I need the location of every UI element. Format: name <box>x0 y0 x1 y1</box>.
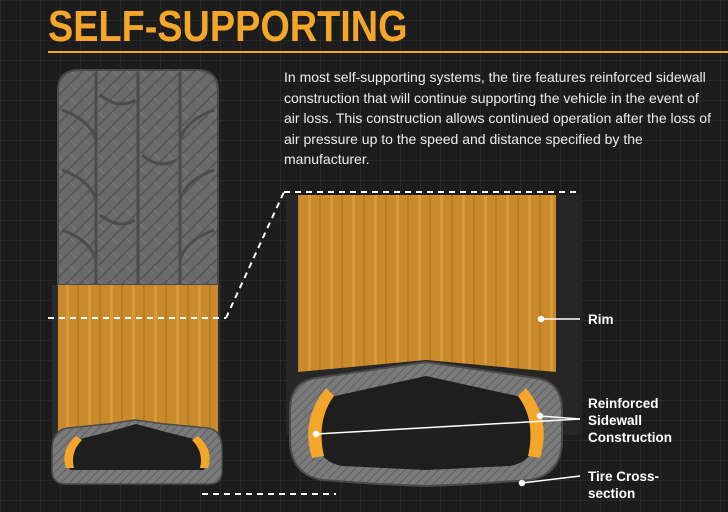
enlarged-inner-cavity <box>314 376 538 470</box>
sidewall-leader-dot-left <box>312 430 320 438</box>
tire-inner-cavity <box>68 424 206 470</box>
description-text: In most self-supporting systems, the tir… <box>284 69 711 167</box>
title-underline <box>48 51 728 53</box>
sidewall-insert-left <box>64 436 82 468</box>
label-rim: Rim <box>588 312 614 327</box>
sidewall-leader-dot-right <box>536 412 544 420</box>
sidewall-insert-right <box>192 436 210 468</box>
reinforced-sidewall-left <box>308 388 334 458</box>
tire-front-view <box>51 69 223 485</box>
cross-section-leader-dot <box>518 479 526 487</box>
rim-leader-dot <box>537 315 545 323</box>
page-title: SELF-SUPPORTING <box>48 2 408 51</box>
label-leaders <box>312 315 581 487</box>
rim-front <box>58 285 218 435</box>
label-reinforced-sidewall: Reinforced Sidewall Construction <box>588 396 672 445</box>
tire-enlarged-view <box>286 195 582 488</box>
label-tire-cross-section: Tire Cross-section <box>588 469 660 501</box>
zoom-connector-lines <box>48 191 578 495</box>
rim-enlarged <box>298 195 556 372</box>
reinforced-sidewall-right <box>518 388 544 458</box>
tread-grooves <box>61 72 215 285</box>
